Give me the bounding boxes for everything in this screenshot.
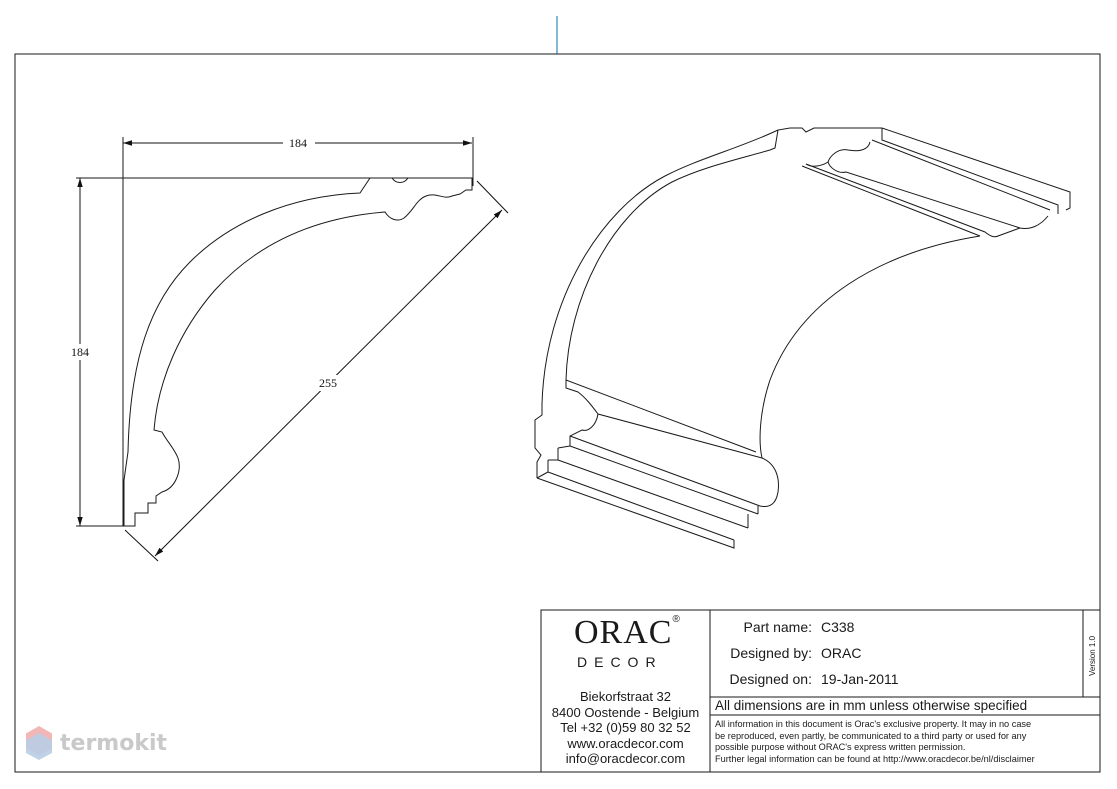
version-label: Version 1.0: [1088, 635, 1097, 676]
logo-sub-text: DECOR: [577, 654, 663, 670]
dim-width-line: [123, 136, 472, 150]
watermark: termokit: [24, 725, 167, 761]
address-city: 8400 Oostende - Belgium: [551, 704, 700, 720]
logo-main-text: ORAC: [574, 614, 673, 651]
address-street: Biekorfstraat 32: [579, 689, 672, 704]
dimension-note: All dimensions are in mm unless otherwis…: [715, 698, 1028, 713]
profile-drawing: [76, 137, 474, 527]
address-phone: Tel +32 (0)59 80 32 52: [560, 720, 691, 735]
legal-line-2: be reproduced, even partly, be communica…: [715, 730, 1027, 741]
dim-diagonal-line: [124, 180, 509, 562]
dim-height-line: [67, 178, 95, 526]
title-block-frame: [540, 609, 1101, 773]
designed-on-value: 19-Jan-2011: [821, 671, 899, 687]
part-name-label: Part name:: [743, 619, 812, 635]
designed-on-label: Designed on:: [729, 671, 812, 687]
legal-notice: All information in this document is Orac…: [715, 719, 1095, 765]
address-website: www.oracdecor.com: [567, 735, 684, 751]
dim-width-label: 184: [289, 136, 307, 150]
legal-line-3: possible purpose without ORAC's express …: [715, 742, 966, 752]
designed-by-value: ORAC: [821, 645, 862, 661]
termokit-logo-icon: [26, 726, 52, 760]
orac-logo: ORAC®: [574, 614, 680, 652]
designed-by-label: Designed by:: [730, 645, 812, 661]
company-address: Biekorfstraat 32 8400 Oostende - Belgium…: [541, 689, 710, 767]
dim-diagonal-label: 255: [319, 376, 337, 390]
dim-height-label: 184: [71, 345, 89, 359]
watermark-text: termokit: [60, 730, 168, 756]
legal-line-1: All information in this document is Orac…: [715, 719, 1032, 729]
part-name-value: C338: [821, 619, 855, 635]
address-email: info@oracdecor.com: [565, 751, 686, 766]
legal-line-4: Further legal information can be found a…: [715, 753, 1035, 764]
logo-registered-mark: ®: [672, 614, 680, 625]
isometric-drawing: [534, 127, 1071, 549]
drawing-border: [14, 53, 1101, 773]
